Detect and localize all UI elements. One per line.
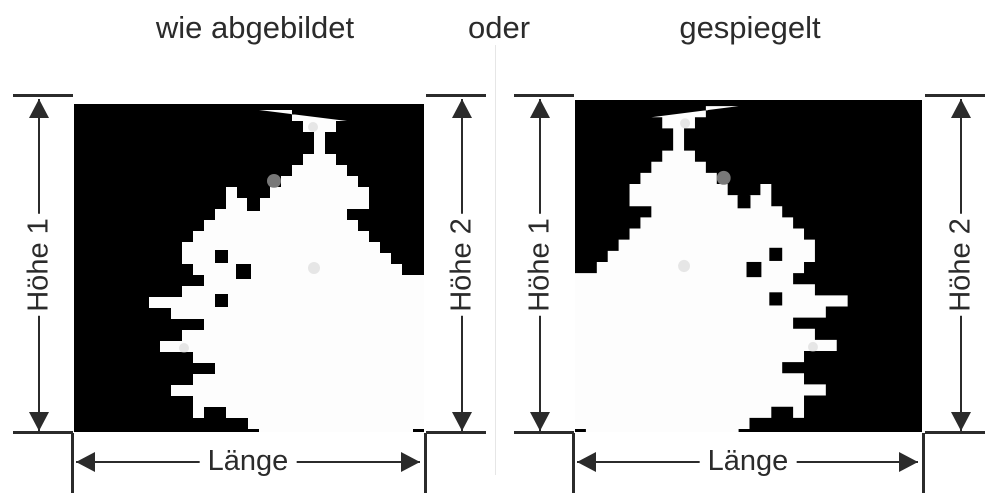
heading-as-shown: wie abgebildet — [155, 10, 355, 45]
plant-silhouette-icon — [149, 110, 424, 432]
height2-label-left-panel: Höhe 2 — [445, 214, 479, 316]
heading-mirrored: gespiegelt — [679, 10, 821, 45]
height2-arrow-up-left-panel — [452, 99, 472, 118]
length2-arrow-left — [577, 452, 596, 472]
height1-label: Höhe 1 — [22, 214, 56, 316]
height1-arrow-up-right-panel — [530, 99, 550, 118]
height1-arrow-down-right-panel — [530, 412, 550, 431]
height2-bottom-cap-left-panel — [426, 431, 486, 434]
height1-top-cap — [13, 94, 73, 97]
height2-bottom-cap — [925, 431, 985, 434]
length1-left-cap — [71, 433, 74, 493]
height1-bottom-cap-right-panel — [514, 431, 574, 434]
length1-arrow-right — [401, 452, 420, 472]
height1-arrow-down — [29, 412, 49, 431]
height1-label-right-panel: Höhe 1 — [523, 214, 557, 316]
height1-top-cap-right-panel — [514, 94, 574, 97]
height2-label: Höhe 2 — [944, 214, 978, 316]
length2-right-cap — [922, 433, 925, 493]
length1-right-cap — [424, 433, 427, 493]
height2-top-cap-left-panel — [426, 94, 486, 97]
height2-arrow-up — [951, 99, 971, 118]
height1-bottom-cap — [13, 431, 73, 434]
height2-top-cap — [925, 94, 985, 97]
height1-arrow-up — [29, 99, 49, 118]
plant-image-as-shown — [74, 104, 424, 432]
plant-silhouette-mirrored-icon — [575, 106, 848, 432]
length2-arrow-right — [899, 452, 918, 472]
height2-arrow-down — [951, 412, 971, 431]
plant-image-mirrored — [575, 100, 922, 432]
heading-or: oder — [467, 10, 531, 45]
length1-arrow-left — [76, 452, 95, 472]
height2-arrow-down-left-panel — [452, 412, 472, 431]
length2-label: Länge — [699, 447, 797, 476]
length2-left-cap — [572, 433, 575, 493]
length1-label: Länge — [199, 447, 297, 476]
panel-divider — [495, 45, 496, 475]
